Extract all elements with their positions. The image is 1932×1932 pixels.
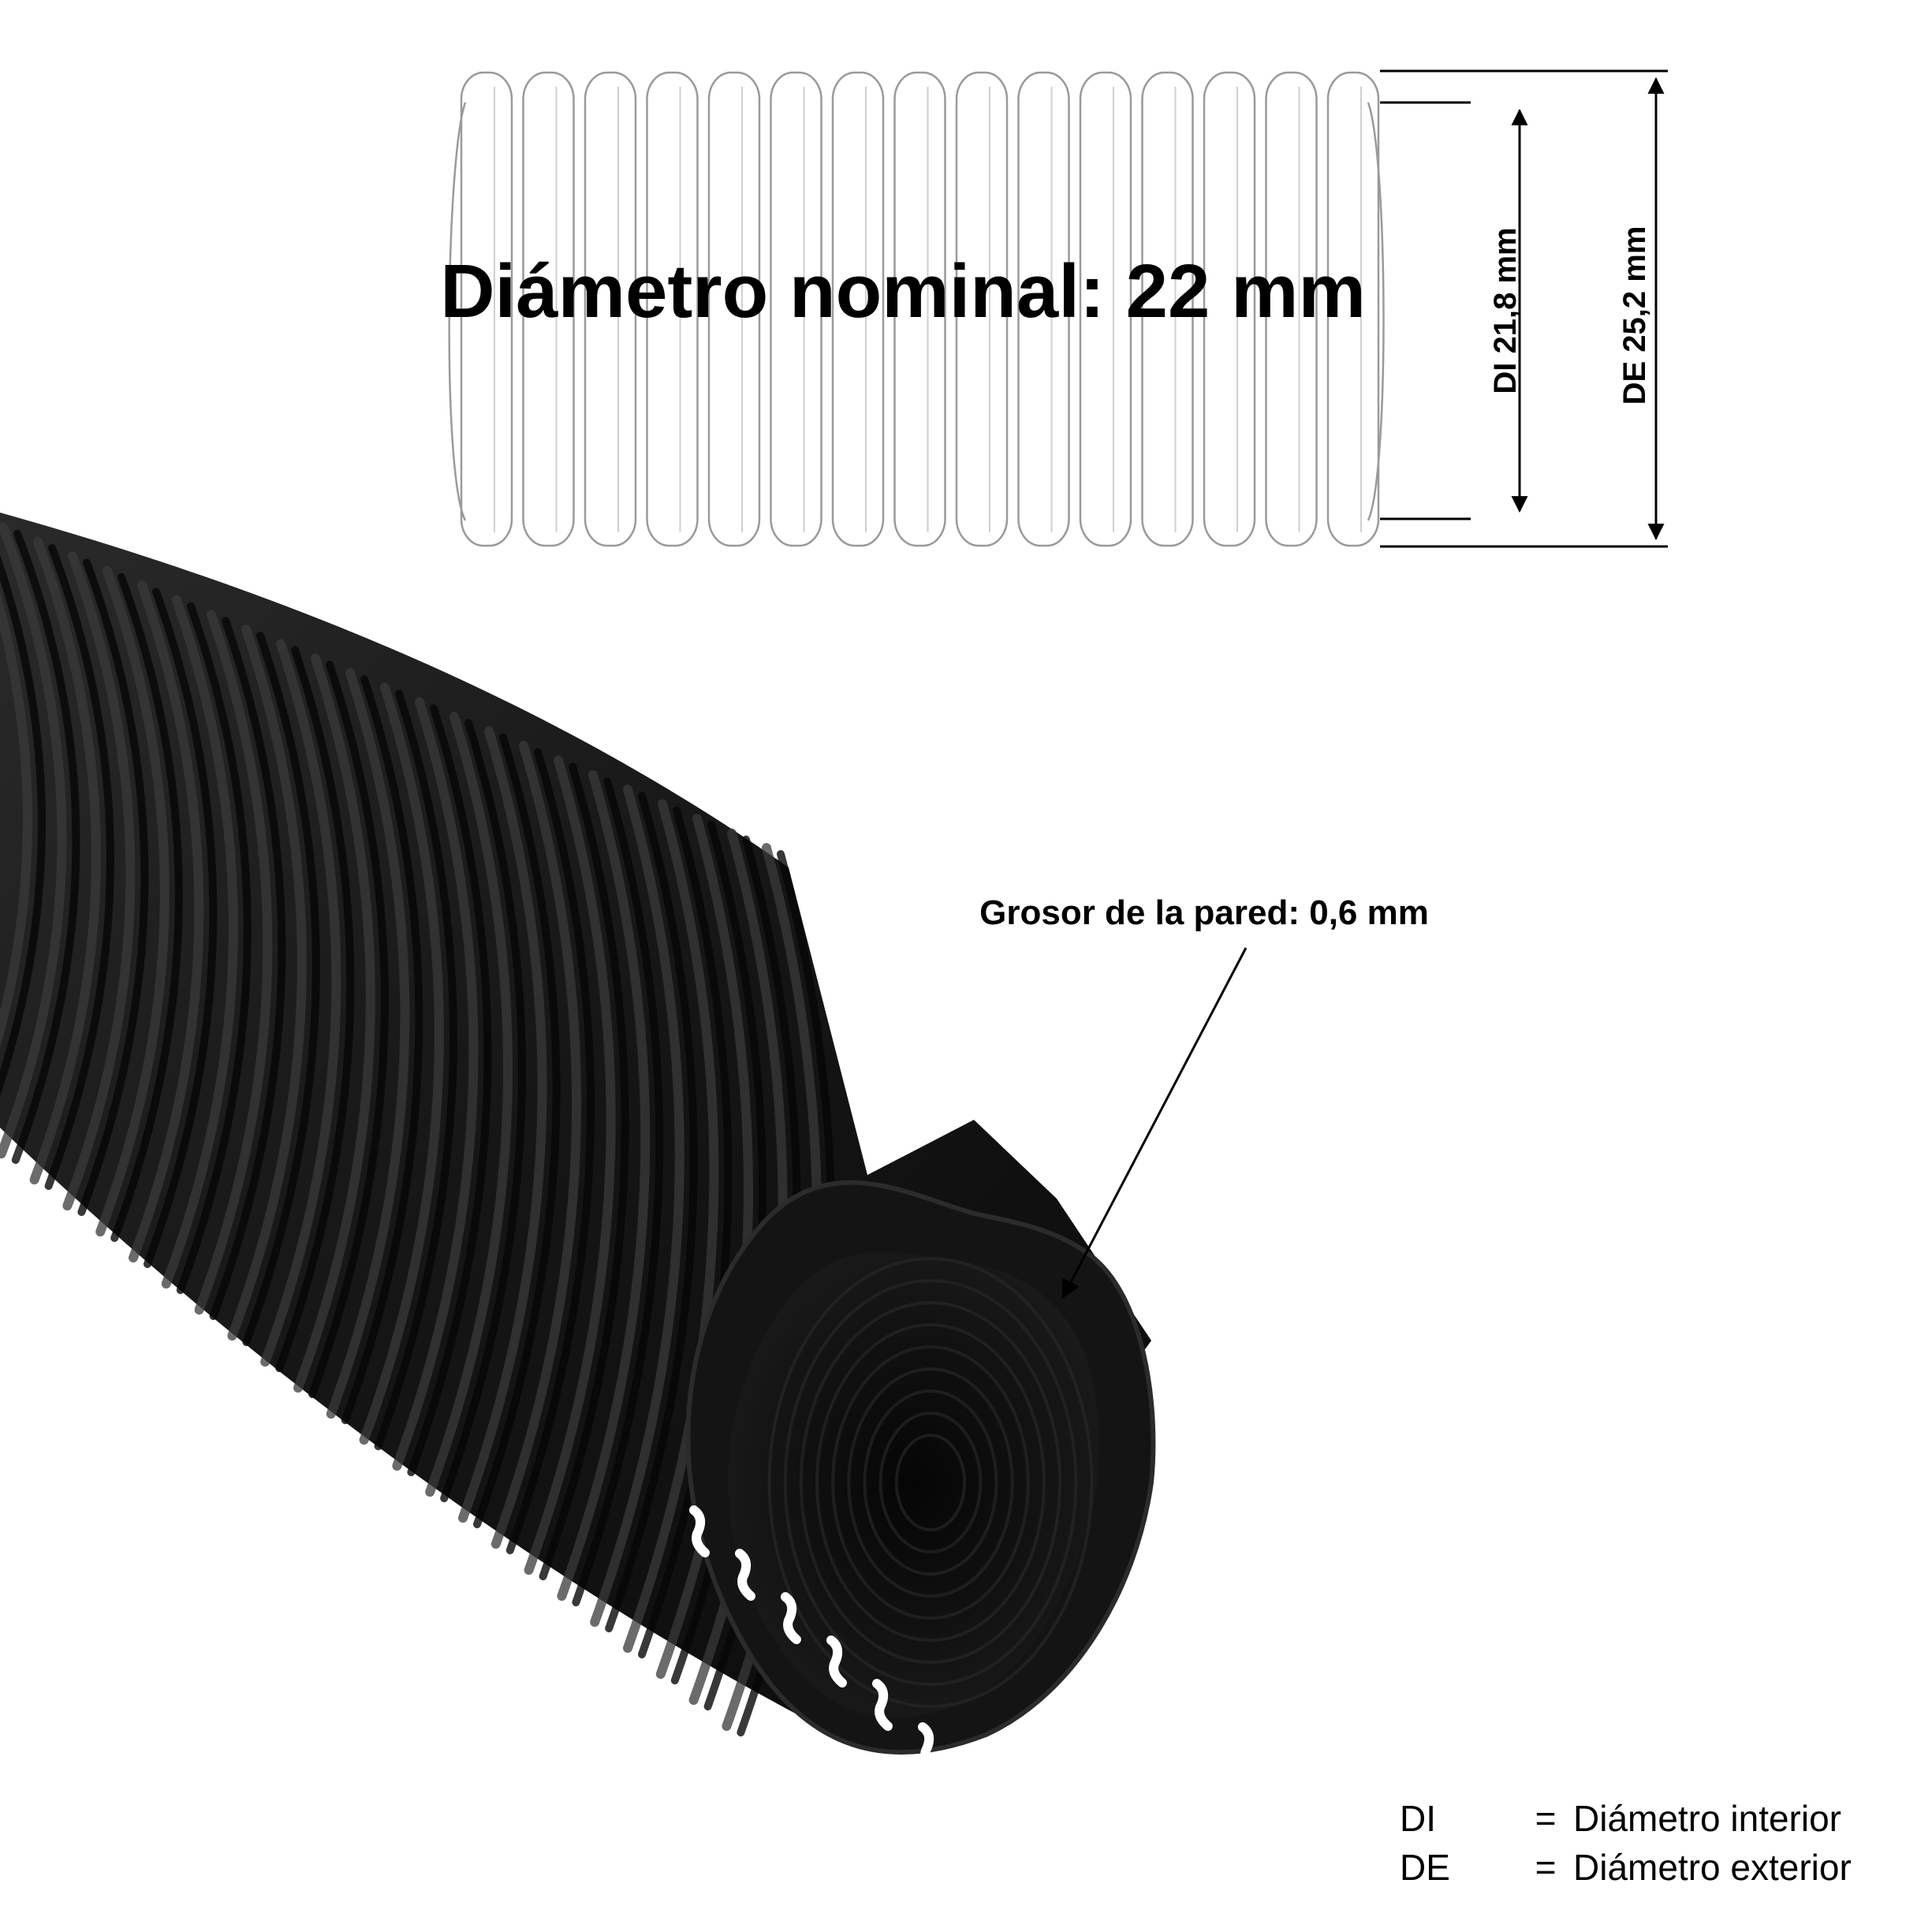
tube-interior-rib xyxy=(831,1345,1030,1620)
tube-slit-notch xyxy=(689,1505,710,1557)
tube-rib-shadow xyxy=(242,631,320,1346)
tube-outline-rib xyxy=(1079,71,1132,547)
tube-slit-notch xyxy=(964,1766,984,1818)
legend-equals: = xyxy=(1535,1847,1557,1888)
tube-rib-shadow xyxy=(473,733,561,1528)
tube-outline-right-cap xyxy=(1367,102,1385,521)
tube-outline-rib xyxy=(893,71,946,547)
tube-rib-shadow xyxy=(0,554,46,1097)
tube-outline-rib xyxy=(707,71,761,547)
tube-rib-shadow xyxy=(110,573,183,1242)
tube-interior-rib xyxy=(783,1279,1078,1686)
tube-rib-shadow xyxy=(505,748,595,1554)
tube-rib xyxy=(293,653,375,1393)
tube-rib xyxy=(95,565,170,1236)
legend-row-di: DI = Diámetro interior xyxy=(1400,1794,1852,1843)
tube-rib xyxy=(0,591,32,1049)
tube-rib-shadow xyxy=(572,777,664,1606)
nominal-diameter-title: Diámetro nominal: 22 mm xyxy=(440,249,1366,334)
abbreviation-legend: DI = Diámetro interior DE = Diámetro ext… xyxy=(1400,1794,1852,1892)
tube-interior-rib xyxy=(878,1412,983,1553)
tube-outline-rib xyxy=(1203,71,1256,547)
wall-thickness-label: Grosor de la pared: 0,6 mm xyxy=(979,893,1429,932)
tube-rib xyxy=(260,639,341,1367)
tube-rib xyxy=(129,580,204,1263)
tube-slit-notches xyxy=(689,1505,1030,1861)
corrugated-tube-outline-drawing xyxy=(448,71,1385,547)
tube-interior-rib xyxy=(767,1257,1094,1708)
black-corrugated-tube xyxy=(0,513,1156,1861)
tube-rib xyxy=(524,755,616,1575)
tube-slit-notch xyxy=(872,1679,893,1731)
tube-rib-shadow xyxy=(407,704,492,1476)
tube-rib-shadow xyxy=(176,602,252,1294)
tube-rib xyxy=(161,595,238,1289)
tube-rib-shadow xyxy=(44,543,114,1190)
tube-rib-shadow xyxy=(144,587,218,1268)
tube-rib-shadow xyxy=(539,763,629,1580)
tube-rib xyxy=(0,522,67,1158)
tube-rib xyxy=(425,711,513,1497)
tube-rib-shadow xyxy=(77,558,149,1216)
tube-rib xyxy=(29,536,101,1184)
wall-thickness-pointer-arrow xyxy=(1061,947,1248,1300)
tube-outline-rib xyxy=(584,71,637,547)
tube-outline-rib xyxy=(1326,71,1380,547)
tube-outline-rib xyxy=(522,71,575,547)
tube-rib xyxy=(557,770,651,1601)
tube-interior-rib xyxy=(847,1367,1014,1598)
tube-rib-shadow xyxy=(209,617,286,1320)
legend-abbr: DI xyxy=(1400,1798,1436,1839)
tube-rib-shadow xyxy=(308,660,389,1398)
legend-equals: = xyxy=(1535,1798,1557,1839)
tube-rib-shadow xyxy=(638,806,733,1658)
legend-abbr: DE xyxy=(1400,1847,1450,1888)
tube-outline-rib xyxy=(646,71,699,547)
tube-outline-rib xyxy=(1017,71,1070,547)
tube-rib xyxy=(62,551,136,1210)
tube-rib-shadow xyxy=(341,675,423,1424)
tube-slit-notch xyxy=(735,1549,755,1601)
legend-definition: Diámetro exterior xyxy=(1573,1847,1852,1888)
tube-rib xyxy=(490,740,582,1549)
inner-diameter-label: DI 21,8 mm xyxy=(1488,227,1523,393)
legend-row-de: DE = Diámetro exterior xyxy=(1400,1843,1852,1892)
tube-rib xyxy=(392,697,479,1471)
tube-slit-notch xyxy=(781,1592,801,1644)
tube-rib xyxy=(590,785,684,1627)
tube-rib-shadow xyxy=(275,646,355,1372)
tube-rib-shadow xyxy=(605,792,698,1632)
tube-outline-rib xyxy=(831,71,885,547)
legend-definition: Diámetro interior xyxy=(1573,1798,1841,1839)
tube-slit-notch xyxy=(918,1722,938,1774)
tube-interior-rib xyxy=(815,1323,1046,1642)
tube-outline-rib xyxy=(1265,71,1318,547)
dimension-lines xyxy=(1380,69,1668,548)
tube-outline-rib xyxy=(955,71,1009,547)
tube-rib-shadow xyxy=(374,689,457,1450)
tube-rib xyxy=(623,799,719,1653)
tube-interior-rib xyxy=(894,1434,967,1531)
tube-outline-rib xyxy=(1141,71,1194,547)
tube-ribs xyxy=(0,522,836,1736)
tube-rib xyxy=(194,610,273,1315)
tube-outline-rib xyxy=(770,71,822,547)
tube-rib xyxy=(326,668,410,1419)
tube-interior-ribs xyxy=(767,1257,1094,1708)
tube-rib xyxy=(227,624,307,1341)
tube-rib-shadow xyxy=(11,529,80,1164)
tube-outline-rib xyxy=(460,71,513,547)
tube-rib-shadow xyxy=(440,718,526,1502)
tube-rib xyxy=(458,726,547,1523)
tube-outline-left-cap xyxy=(448,102,467,521)
tube-slit-notch xyxy=(826,1635,847,1688)
outer-diameter-label: DE 25,2 mm xyxy=(1617,226,1652,405)
tube-interior-rib xyxy=(799,1301,1062,1664)
tube-slit-notch xyxy=(1009,1809,1030,1861)
tube-interior-rib xyxy=(863,1389,998,1576)
tube-rib xyxy=(359,682,444,1445)
